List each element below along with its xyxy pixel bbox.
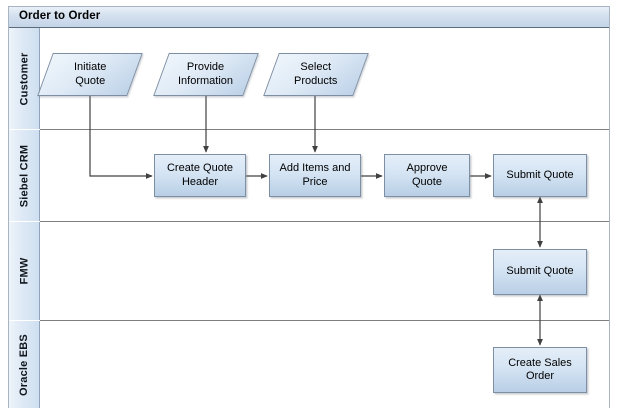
diagram-frame: Order to Order Customer Siebel CRM FMW: [8, 6, 610, 408]
lane-header-customer: Customer: [9, 28, 40, 129]
node-create-quote-header[interactable]: Create Quote Header: [154, 154, 246, 197]
node-label-provide-information: Provide Information: [178, 61, 234, 87]
lane-divider-3: [40, 320, 609, 321]
node-submit-quote-crm[interactable]: Submit Quote: [493, 154, 587, 197]
node-label-add-items-and-price: Add Items and Price: [279, 162, 351, 188]
node-label-submit-quote-crm: Submit Quote: [506, 168, 574, 181]
node-label-create-quote-header: Create Quote Header: [166, 162, 234, 188]
lane-header-siebel-crm: Siebel CRM: [9, 130, 40, 221]
lane-divider-2: [40, 221, 609, 222]
diagram-title: Order to Order: [19, 10, 101, 22]
lane-header-oracle-ebs: Oracle EBS: [9, 321, 40, 408]
node-label-initiate-quote: Initiate Quote: [73, 61, 107, 87]
node-label-approve-quote: Approve Quote: [406, 162, 448, 188]
diagram-title-bar: Order to Order: [9, 7, 609, 28]
node-label-create-sales-order: Create Sales Order: [508, 356, 572, 383]
swimlane-oracle-ebs: Oracle EBS: [9, 321, 609, 408]
lane-label-customer: Customer: [18, 52, 31, 105]
node-provide-information[interactable]: Provide Information: [153, 53, 259, 96]
node-select-products[interactable]: Select Products: [263, 53, 369, 96]
node-label-select-products: Select Products: [294, 61, 338, 87]
node-add-items-and-price[interactable]: Add Items and Price: [269, 154, 361, 197]
lane-label-oracle-ebs: Oracle EBS: [18, 333, 31, 396]
node-create-sales-order[interactable]: Create Sales Order: [493, 347, 587, 393]
node-initiate-quote[interactable]: Initiate Quote: [37, 53, 143, 96]
node-label-submit-quote-fmw: Submit Quote: [506, 265, 574, 278]
lane-header-fmw: FMW: [9, 222, 40, 320]
node-approve-quote[interactable]: Approve Quote: [384, 154, 470, 197]
lane-label-siebel-crm: Siebel CRM: [18, 144, 31, 207]
node-submit-quote-fmw[interactable]: Submit Quote: [493, 249, 587, 295]
lane-divider-1: [40, 129, 609, 130]
lane-label-fmw: FMW: [18, 257, 30, 285]
